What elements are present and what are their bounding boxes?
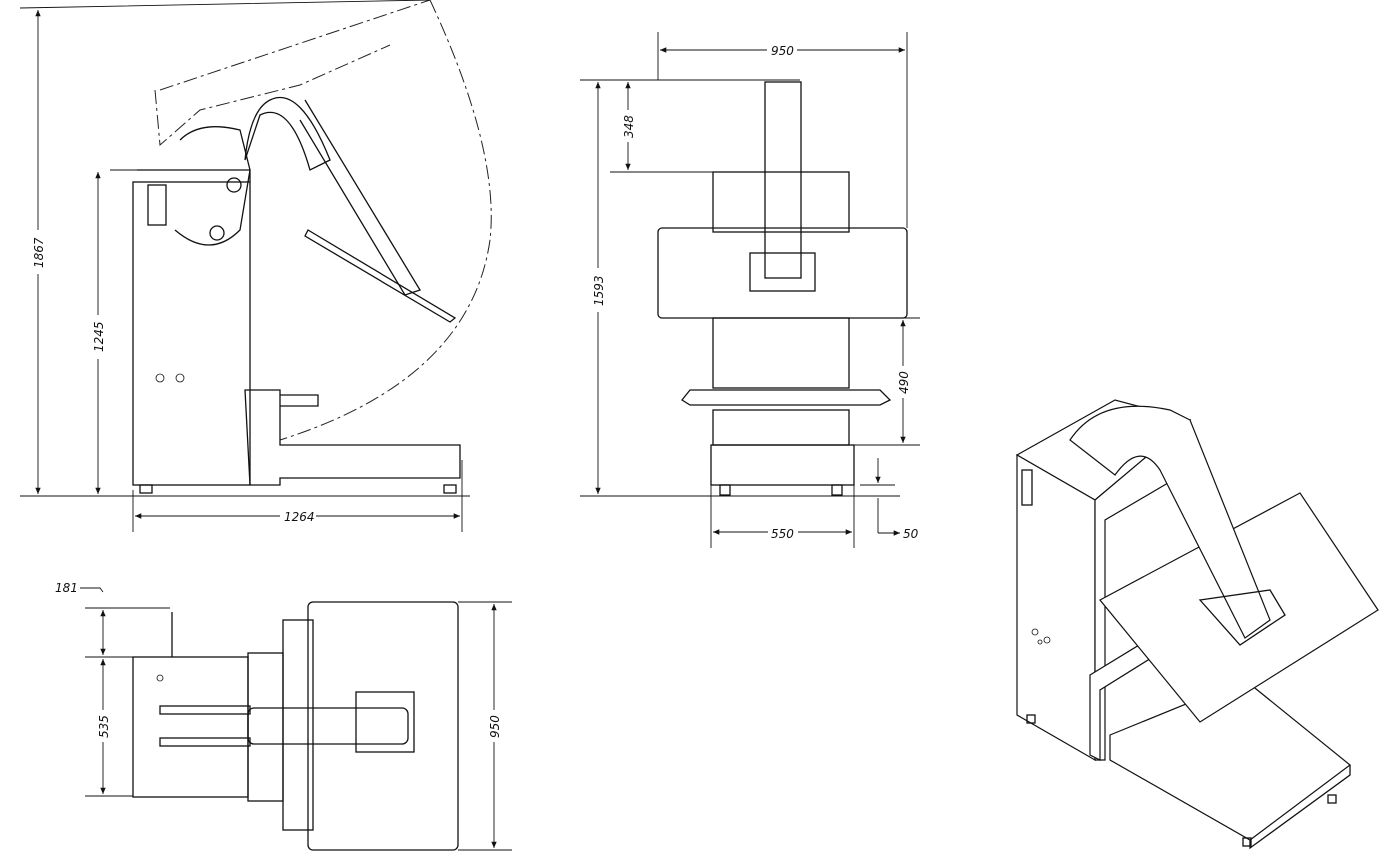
side-frame	[132, 181, 251, 486]
dim-height-to-table: 1593	[592, 275, 606, 306]
front-view: 950 348 1593 490 550 50	[580, 32, 920, 548]
dim-total-height: 1867	[32, 237, 46, 268]
dim-depth: 1264	[284, 510, 315, 524]
dim-width: 950	[771, 44, 794, 58]
dim-foot-height: 50	[903, 527, 919, 541]
front-arm	[764, 81, 802, 279]
side-view: 1867 1245 1264	[19, 0, 492, 532]
arm-arch	[244, 96, 331, 171]
top-table	[307, 601, 459, 851]
swing-arc	[159, 0, 492, 441]
iso-base	[1109, 679, 1351, 841]
side-table	[304, 229, 457, 323]
dim-base-width: 550	[771, 527, 794, 541]
dim-frame-height: 1245	[92, 321, 106, 352]
side-base	[244, 389, 461, 486]
top-arm	[247, 707, 409, 745]
dim-table-to-base: 490	[897, 371, 911, 394]
dim-table-width: 950	[488, 715, 502, 738]
dim-arm-height: 348	[622, 115, 636, 138]
isometric-view	[1015, 399, 1379, 850]
dim-frame-depth: 535	[97, 715, 111, 738]
front-table	[657, 227, 908, 319]
iso-arm	[1069, 405, 1271, 639]
top-view: 181 535 950	[55, 581, 512, 851]
dim-cable-offset: 181	[55, 581, 78, 595]
